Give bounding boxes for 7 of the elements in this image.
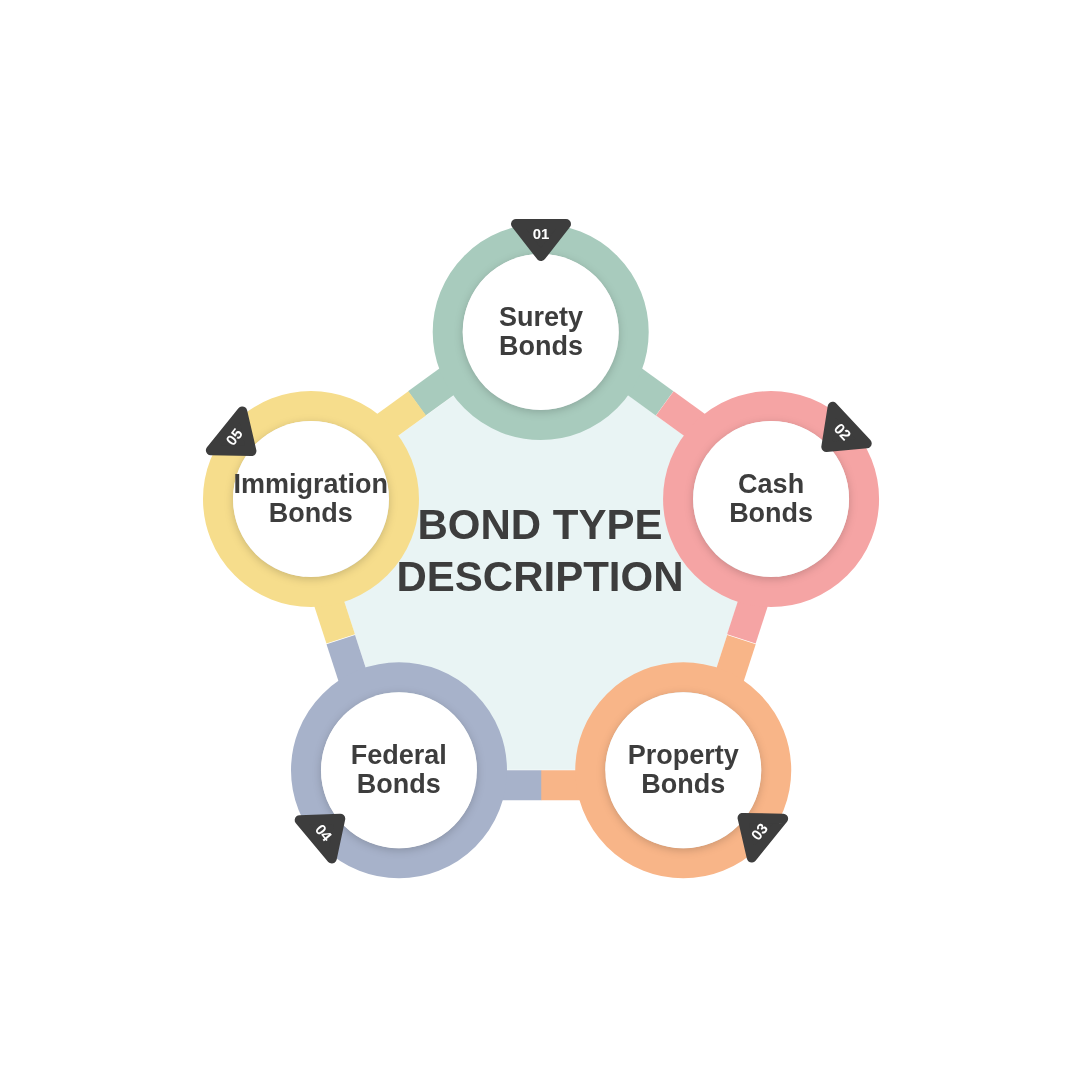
bond-type-label: Property Bonds (627, 740, 739, 799)
bond-type-label: Federal Bonds (350, 740, 447, 799)
bond-type-label: Cash Bonds (729, 470, 814, 529)
step-number-badge: 01 (510, 218, 572, 262)
bond-type-label: Immigration Bonds (233, 470, 389, 529)
center-label: BOND TYPE DESCRIPTION (395, 499, 685, 602)
bond-type-label: Surety Bonds (498, 302, 583, 362)
